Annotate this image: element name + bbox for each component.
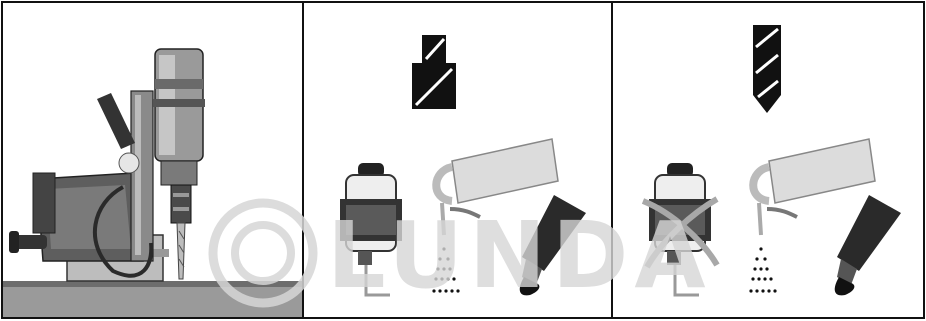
cutting-paste-tube-icon	[835, 195, 901, 295]
cutting-paste-tube-icon	[520, 195, 586, 295]
twist-drill-bit-panel	[611, 1, 925, 319]
magnetic-drill-panel	[1, 1, 304, 319]
step-drill-bit-icon	[412, 35, 456, 109]
step-drill-bit-panel	[302, 1, 613, 319]
magnetic-drill-press-icon	[3, 3, 302, 317]
twist-drill-bit-icon	[753, 25, 781, 113]
coolant-bottle-icon	[340, 163, 402, 295]
